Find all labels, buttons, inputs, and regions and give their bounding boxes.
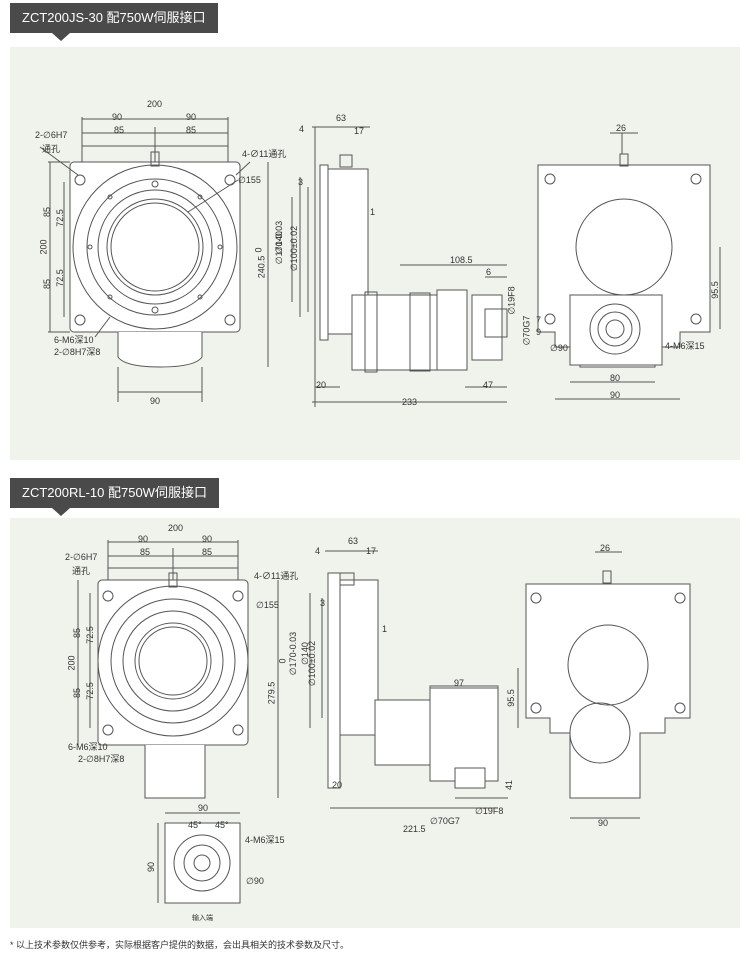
dim2-h72a: 72.5: [84, 626, 95, 644]
right-dim-90c: ∅90: [550, 343, 568, 353]
dim-h200: 200: [38, 239, 49, 255]
side2-dim-221: 221.5: [403, 824, 426, 834]
side-dim-17: 17: [354, 126, 365, 136]
dia155-label: ∅155: [238, 175, 261, 185]
section2-drawing: [77, 540, 691, 904]
side-view-2: [309, 550, 508, 809]
right-dim-90: 90: [610, 390, 621, 400]
side2-dim-100: ∅100±0.02: [307, 640, 318, 687]
dia155-label-2: ∅155: [256, 600, 279, 610]
footnote: * 以上技术参数仅供参考，实际根据客户提供的数据，会出具相关的技术参数及尺寸。: [10, 940, 350, 950]
side-dim-6: 6: [486, 267, 492, 277]
bottom-m6-label: 4-M6深15: [245, 835, 285, 845]
dim2-85-right: 85: [202, 547, 213, 557]
side-dim-63: 63: [336, 113, 347, 123]
section1-title: ZCT200JS-30 配750W伺服接口: [10, 3, 218, 41]
hole6-label-2: 2-∅6H7: [65, 552, 98, 562]
side2-dim-4: 4: [315, 546, 321, 556]
side2-dim-0: 0: [277, 658, 288, 664]
side2-dim-70: ∅70G7: [430, 816, 460, 826]
hole11-label: 4-∅11通孔: [242, 149, 287, 159]
dim-85-right: 85: [186, 125, 197, 135]
side-dim-19: ∅19F8: [506, 286, 517, 315]
bottom-note: 输入端: [192, 915, 213, 922]
bottom-dim-90: 90: [198, 803, 209, 813]
side-dim-3: 3: [298, 177, 304, 187]
right-dim-7: 7: [536, 315, 542, 325]
side-dim-4: 4: [299, 124, 305, 134]
dim2-90-left: 90: [138, 534, 149, 544]
side2-dim-20: 20: [332, 780, 343, 790]
m6-label: 6-M6深10: [54, 335, 94, 345]
section1-panel: 200 90 90 85 85 2-∅6H7 通孔 4-∅11通孔 ∅155 2…: [10, 47, 740, 460]
right-dim-95: 95.5: [709, 281, 720, 299]
side-dim-108: 108.5: [450, 255, 473, 265]
bottom-view-2: [157, 812, 241, 904]
dim2-h279: 279.5: [266, 681, 277, 705]
right-dim-80: 80: [610, 373, 621, 383]
bottom-angle-right: 45°: [215, 820, 229, 830]
section2-panel: 200 90 90 85 85 2-∅6H7 通孔 4-∅11通孔 ∅155 2…: [10, 518, 740, 928]
hole6-label: 2-∅6H7: [35, 130, 68, 140]
side2-dim-17: 17: [366, 546, 377, 556]
dim2-h85b: 85: [72, 687, 83, 699]
side-dim-20: 20: [316, 380, 327, 390]
right-m6-label: 4-M6深15: [665, 341, 705, 351]
dim2-h72b: 72.5: [84, 682, 95, 700]
front-view-2: [77, 540, 279, 799]
side2-dim-97: 97: [454, 678, 465, 688]
section2-title: ZCT200RL-10 配750W伺服接口: [10, 478, 219, 516]
hole6-note-2: 通孔: [72, 566, 91, 576]
side-dim-0: 0: [253, 247, 264, 253]
right2-dim-95: 95.5: [505, 689, 516, 707]
bottom-dim-90h: 90: [146, 861, 157, 873]
h8-label: 2-∅8H7深8: [54, 347, 101, 357]
side2-dim-41: 41: [504, 779, 515, 791]
dim2-200: 200: [168, 523, 184, 533]
side-dim-1: 1: [370, 207, 376, 217]
dim-200: 200: [147, 99, 163, 109]
dim-h85b: 85: [42, 278, 53, 290]
bottom-dia-90: ∅90: [246, 876, 264, 886]
dim2-90-right: 90: [202, 534, 213, 544]
side-view-1: [291, 126, 508, 407]
dim-90-left: 90: [112, 112, 123, 122]
side2-dim-19: ∅19F8: [475, 806, 504, 816]
right-view-1: [537, 132, 721, 400]
right-dim-9: 9: [536, 327, 542, 337]
dim2-h85a: 85: [72, 627, 83, 639]
side2-dim-170: ∅170-0.03: [288, 631, 299, 676]
dim-85-left: 85: [114, 125, 125, 135]
right-dim-26: 26: [616, 123, 627, 133]
dim-h72a: 72.5: [54, 209, 65, 227]
right2-dim-90: 90: [598, 818, 609, 828]
dim2-85-left: 85: [140, 547, 151, 557]
h8-label-2: 2-∅8H7深8: [78, 754, 125, 764]
dim-b90: 90: [150, 396, 161, 406]
right2-dim-26: 26: [600, 543, 611, 553]
side-dim-233: 233: [402, 397, 418, 407]
side-dim-140: ∅140: [273, 231, 284, 254]
hole11-label-2: 4-∅11通孔: [254, 571, 299, 581]
side2-dim-63: 63: [348, 536, 359, 546]
side-dim-100: ∅100±0.02: [289, 225, 300, 272]
hole6-note: 通孔: [42, 144, 61, 154]
side-dim-70: ∅70G7: [521, 315, 532, 346]
section1-drawing: [39, 117, 721, 407]
dim-90-right: 90: [186, 112, 197, 122]
right-view-2: [517, 551, 691, 819]
bottom-angle-left: 45°: [188, 820, 202, 830]
dim-h85a: 85: [42, 206, 53, 218]
side-dim-47: 47: [483, 380, 494, 390]
dim-h240: 240.5: [256, 255, 267, 279]
side2-dim-1: 1: [382, 624, 388, 634]
dim-h72b: 72.5: [54, 269, 65, 287]
dim2-h200: 200: [66, 655, 77, 671]
side2-dim-3: 3: [320, 598, 326, 608]
front-view-1: [39, 117, 269, 402]
m6-label-2: 6-M6深10: [68, 742, 108, 752]
